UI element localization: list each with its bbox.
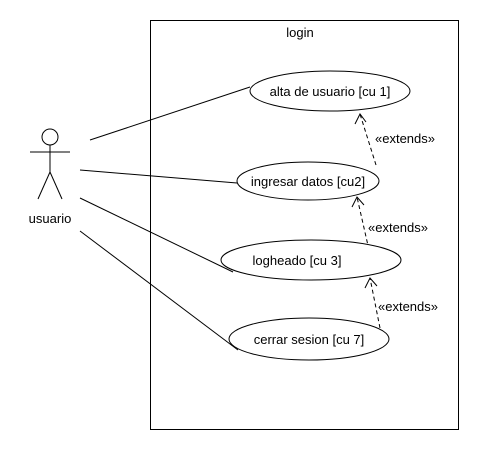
extends-line-uc4-uc3 — [369, 277, 381, 329]
use-case-uc1[interactable]: alta de usuario [cu 1] — [249, 70, 411, 112]
association-uc2 — [79, 169, 238, 184]
use-case-ellipse — [220, 239, 402, 281]
extends-arrowhead-uc2 — [351, 196, 365, 208]
association-uc4 — [79, 230, 239, 351]
use-case-uc2[interactable]: ingresar datos [cu2] — [236, 161, 380, 201]
extends-arrowhead-uc3 — [364, 277, 378, 289]
actor-label: usuario — [29, 211, 72, 226]
extends-line-uc3-uc2 — [356, 196, 370, 251]
actor-left-leg — [37, 171, 51, 200]
system-title: login — [286, 25, 313, 40]
actor-figure[interactable] — [30, 128, 70, 200]
system-boundary — [150, 20, 459, 430]
use-case-label: cerrar sesion [cu 7] — [254, 332, 365, 347]
association-uc3 — [79, 197, 234, 273]
use-case-ellipse — [236, 161, 380, 201]
use-case-label: logheado [cu 3] — [253, 253, 342, 268]
extends-arrowhead-uc1 — [354, 113, 367, 125]
actor-head — [41, 128, 59, 146]
use-case-label: ingresar datos [cu2] — [251, 174, 365, 189]
association-uc1 — [89, 86, 251, 141]
use-case-ellipse — [228, 317, 390, 361]
extends-line-uc2-uc1 — [359, 113, 377, 166]
use-case-label: alta de usuario [cu 1] — [270, 84, 391, 99]
extends-label-uc3-uc2: «extends» — [368, 220, 428, 235]
use-case-ellipse — [249, 70, 411, 112]
extends-label-uc2-uc1: «extends» — [375, 131, 435, 146]
extends-label-uc4-uc3: «extends» — [378, 299, 438, 314]
use-case-uc3[interactable]: logheado [cu 3] — [220, 239, 402, 281]
actor-right-leg — [49, 171, 63, 200]
use-case-uc4[interactable]: cerrar sesion [cu 7] — [228, 317, 390, 361]
